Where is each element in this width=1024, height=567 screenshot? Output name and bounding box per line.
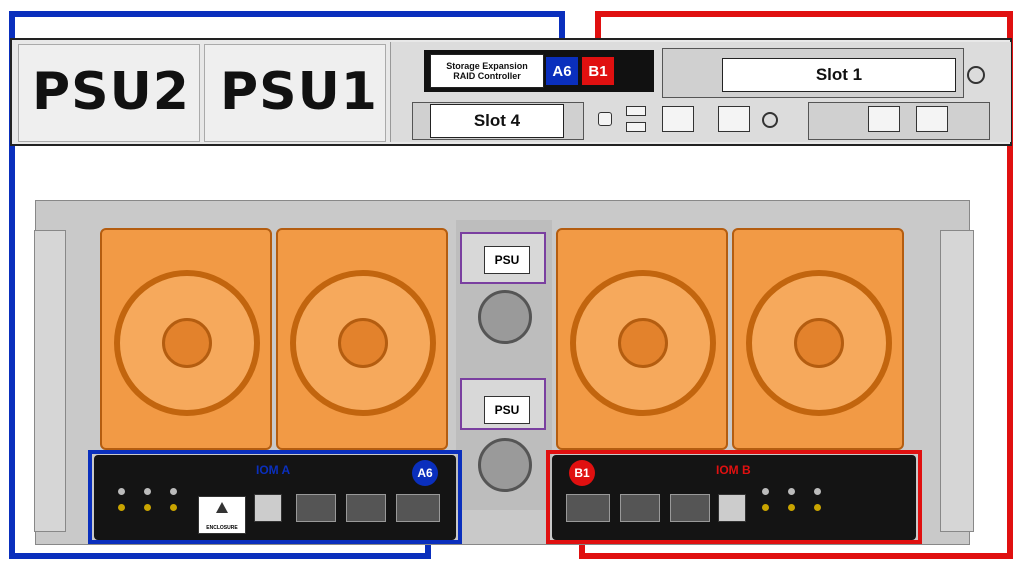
mgmt-port-icon[interactable] — [254, 494, 282, 522]
port-a6-tag[interactable]: A6 — [546, 57, 578, 85]
led — [762, 488, 769, 495]
iom-a-sas-ports — [296, 494, 442, 524]
psu2-label: PSU2 — [32, 62, 190, 122]
usb-port-icon-2 — [626, 122, 646, 132]
led — [788, 504, 795, 511]
fan-hub — [338, 318, 388, 368]
sas-port-b1[interactable] — [566, 494, 610, 522]
psu-bottom-label: PSU — [484, 396, 530, 424]
slot4-label: Slot 4 — [430, 104, 564, 138]
ethernet-port-icon — [662, 106, 694, 132]
fan-module-2 — [276, 228, 448, 450]
sas-port-b5[interactable] — [670, 494, 710, 522]
id-button-icon — [762, 112, 778, 128]
fan-hub — [794, 318, 844, 368]
vga-port-icon — [598, 112, 612, 126]
screw-icon — [967, 66, 985, 84]
iom-a-label: IOM A — [256, 463, 291, 477]
warning-icon — [216, 502, 228, 513]
led — [118, 488, 125, 495]
iom-a-highlight — [88, 450, 462, 544]
right-ear — [940, 230, 974, 532]
iom-b-led-group — [762, 488, 834, 518]
fan-hub — [618, 318, 668, 368]
controller-label-line1: Storage Expansion — [446, 61, 528, 71]
iom-b-highlight — [546, 450, 922, 544]
fan-hub — [162, 318, 212, 368]
sas-port-a3[interactable] — [346, 494, 386, 522]
sas-port-a1[interactable] — [296, 494, 336, 522]
psu-fan-icon-bottom — [478, 438, 532, 492]
fan-icon — [746, 270, 892, 416]
fan-icon — [114, 270, 260, 416]
led — [118, 504, 125, 511]
ocp-ethernet-port-icon-2 — [916, 106, 948, 132]
fan-module-4 — [732, 228, 904, 450]
led — [170, 504, 177, 511]
fan-module-1 — [100, 228, 272, 450]
blue-cable — [9, 11, 565, 559]
controller-label-line2: RAID Controller — [453, 71, 521, 81]
mgmt-port-icon-b[interactable] — [718, 494, 746, 522]
iom-b-label: IOM B — [716, 463, 751, 477]
led — [814, 488, 821, 495]
enclosure-label: ENCLOSURE — [206, 525, 238, 531]
usb-port-icon — [626, 106, 646, 116]
led — [144, 488, 151, 495]
iom-a-port-tag: A6 — [412, 460, 438, 486]
iom-a-led-group — [118, 488, 190, 518]
led — [762, 504, 769, 511]
fan-module-3 — [556, 228, 728, 450]
led — [788, 488, 795, 495]
psu1-label: PSU1 — [220, 62, 378, 122]
raid-controller-label: Storage Expansion RAID Controller — [430, 54, 544, 88]
iom-b-port-tag: B1 — [569, 460, 595, 486]
led — [814, 504, 821, 511]
psu-top-label: PSU — [484, 246, 530, 274]
ocp-ethernet-port-icon — [868, 106, 900, 132]
slot1-label: Slot 1 — [722, 58, 956, 92]
left-ear — [34, 230, 66, 532]
server-rear-panel: PSU2 PSU1 Storage Expansion RAID Control… — [10, 38, 1012, 146]
sas-port-a5[interactable] — [396, 494, 440, 522]
iom-b-sas-ports — [566, 494, 712, 524]
psu-fan-icon-top — [478, 290, 532, 344]
led — [144, 504, 151, 511]
psu1-bay — [204, 44, 386, 142]
psu2-bay — [18, 44, 200, 142]
led — [170, 488, 177, 495]
red-cable — [579, 11, 1013, 559]
port-b1-tag[interactable]: B1 — [582, 57, 614, 85]
sas-port-b3[interactable] — [620, 494, 660, 522]
enclosure-status-panel: ENCLOSURE — [198, 496, 246, 534]
ethernet-port-icon-2 — [718, 106, 750, 132]
